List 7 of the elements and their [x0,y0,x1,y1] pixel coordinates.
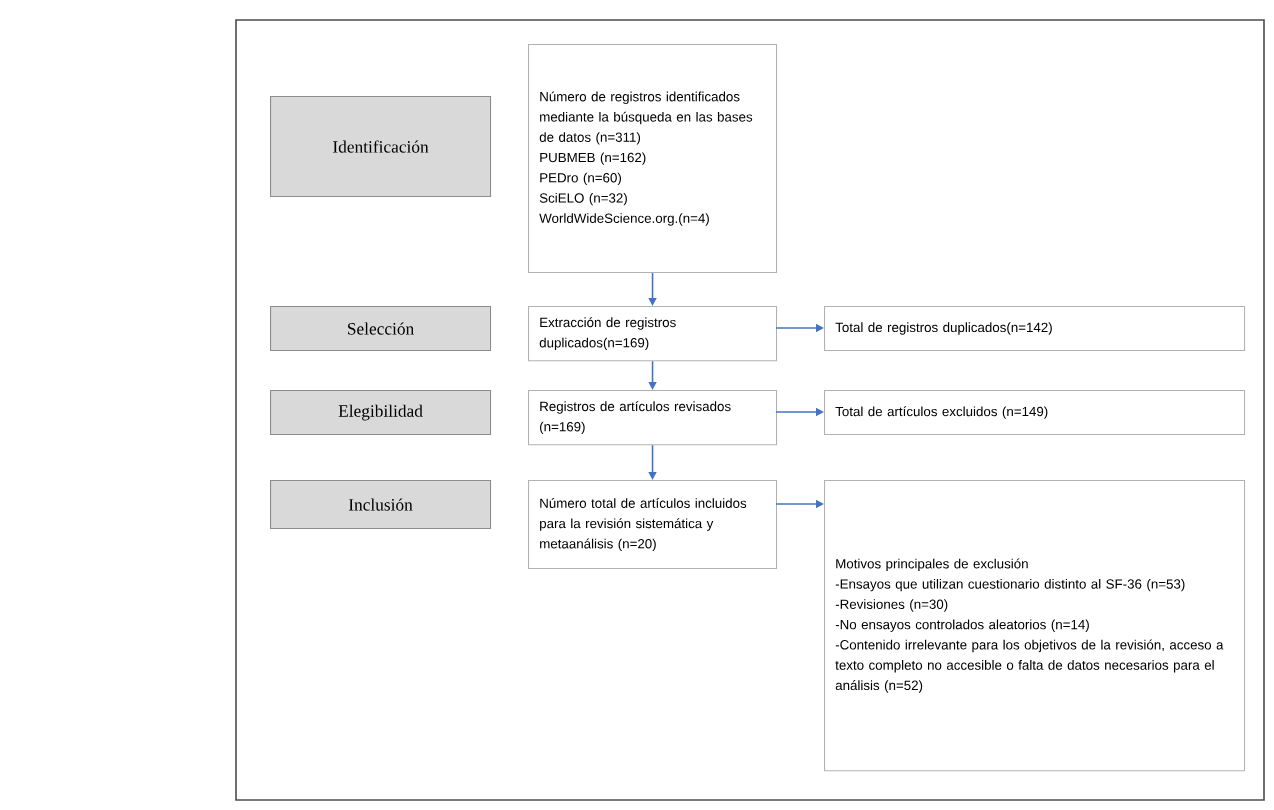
stage-box: Identificación [270,96,492,198]
stage-box: Elegibilidad [270,390,492,436]
stage-box: Selección [270,306,492,352]
arrow [648,272,657,306]
arrow [648,360,657,390]
stage-box: Inclusión [270,480,492,530]
arrow [648,444,657,480]
